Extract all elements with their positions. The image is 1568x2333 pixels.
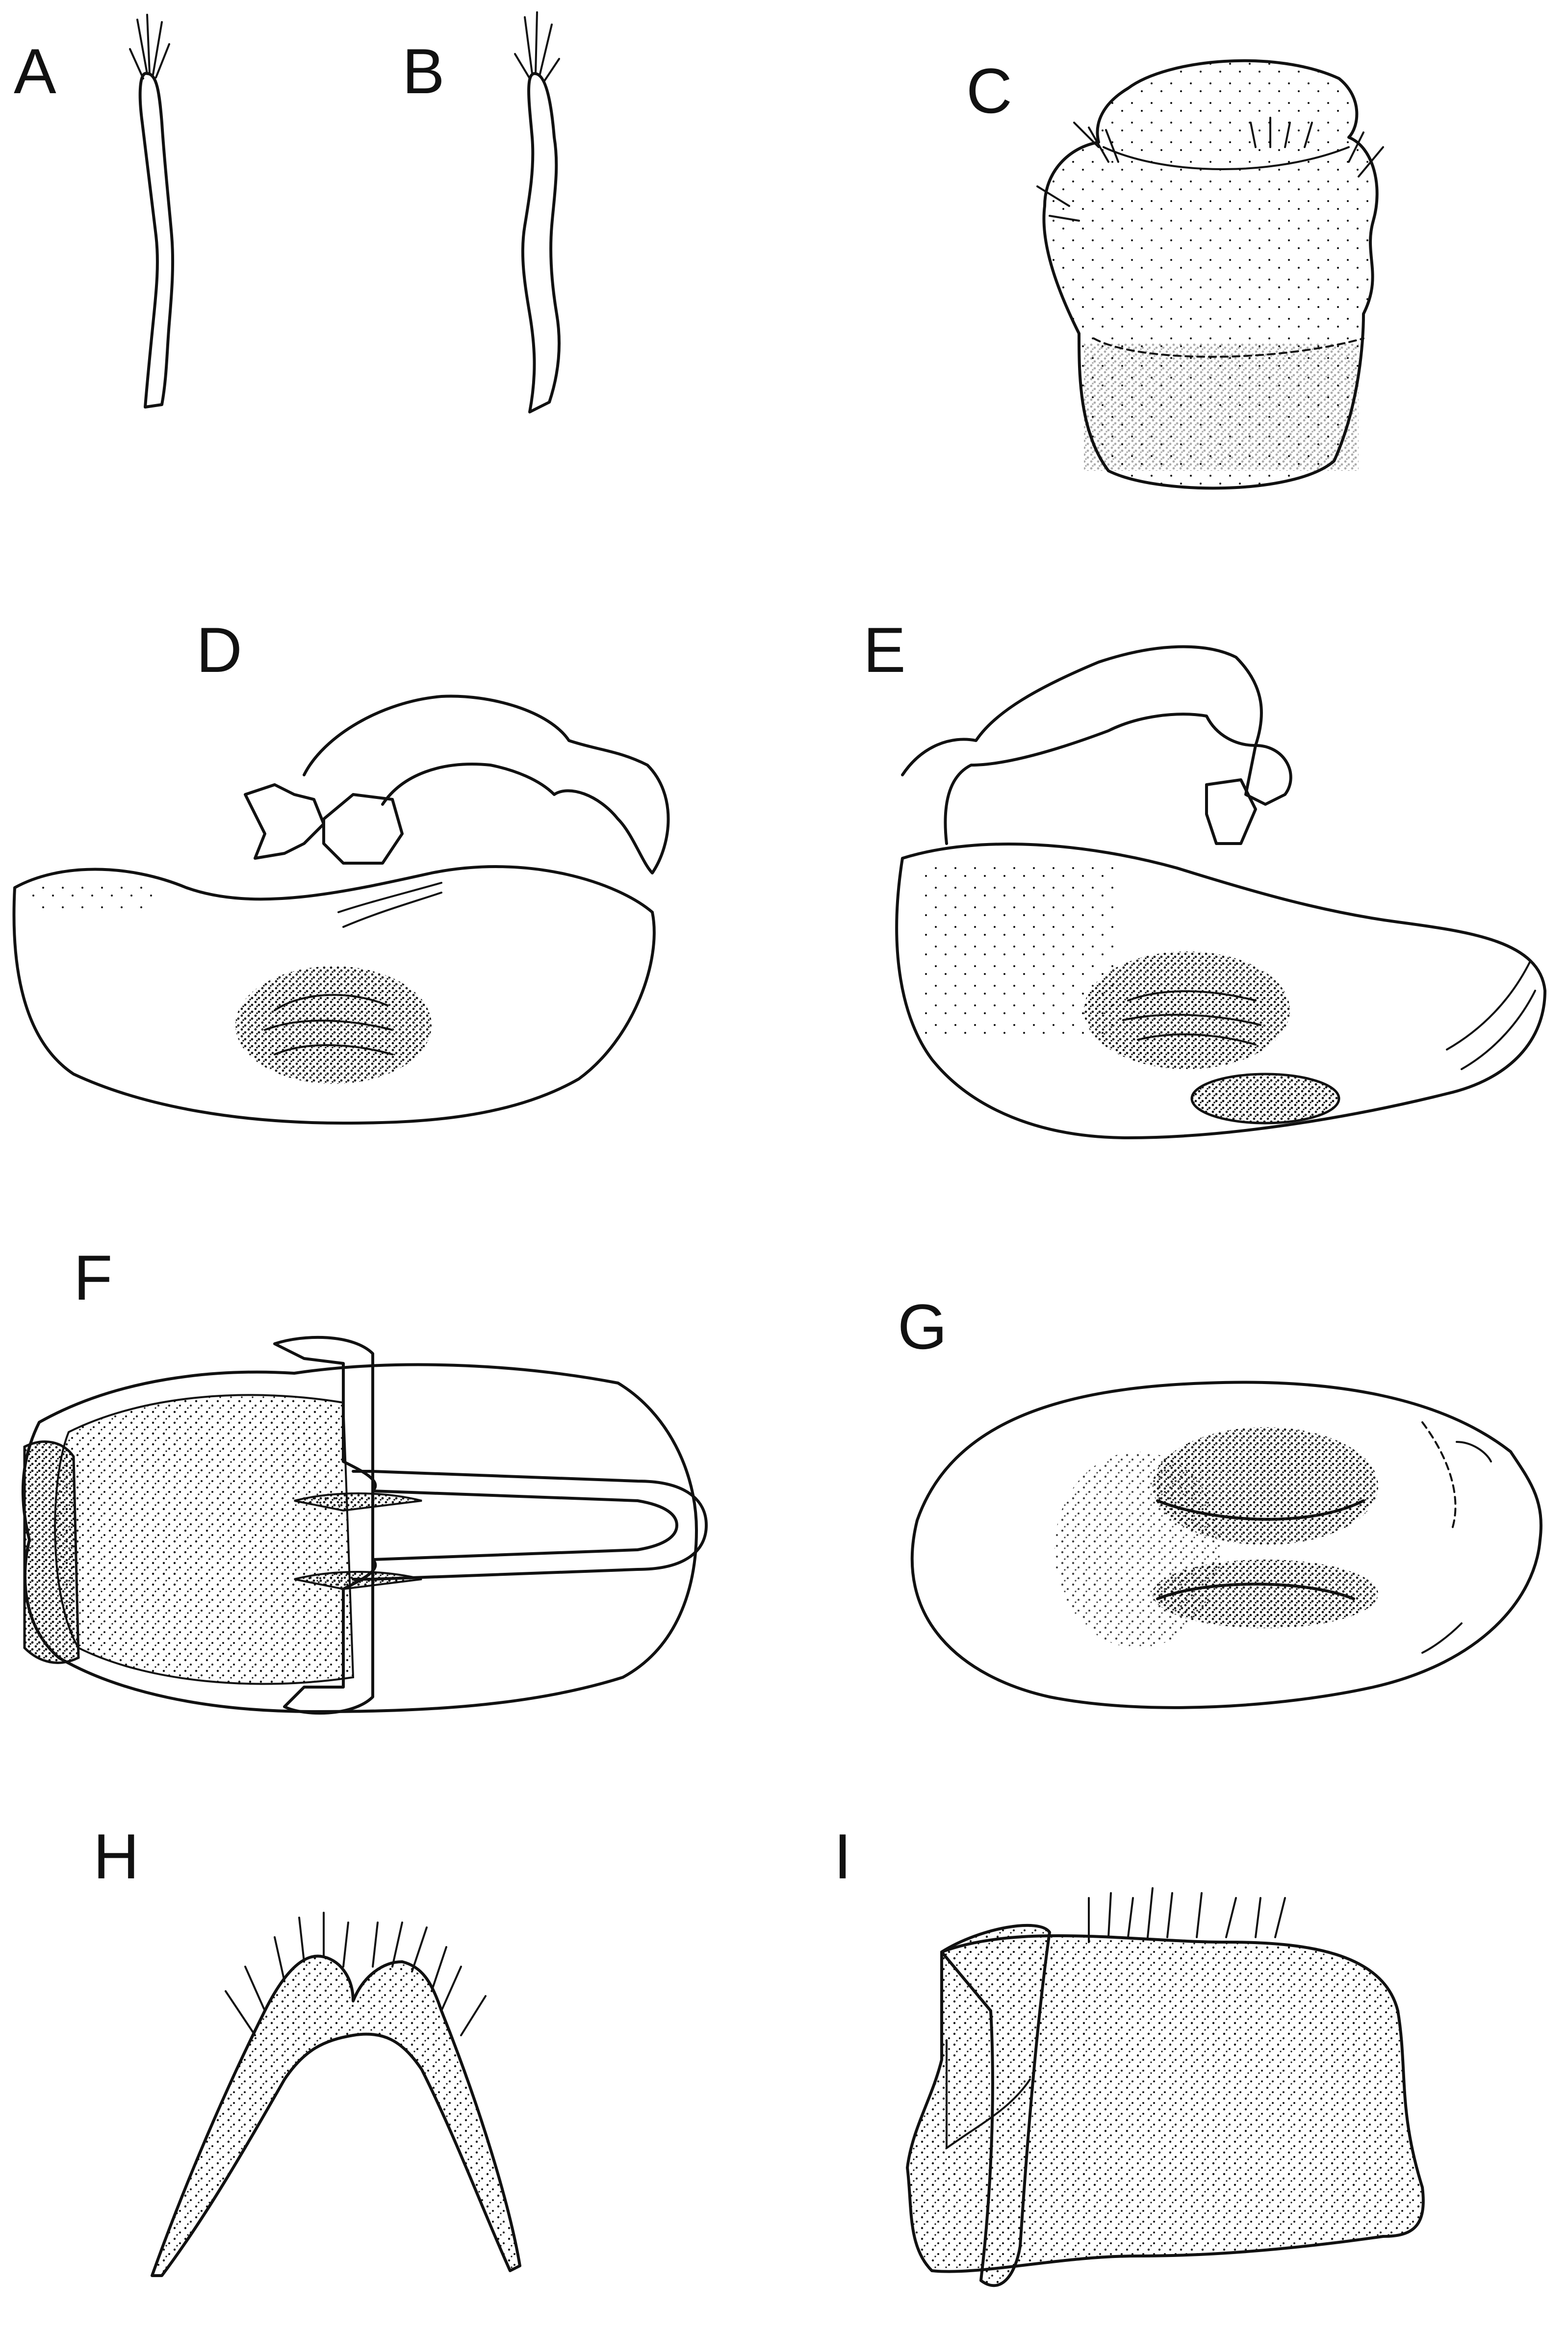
capsule-lateral-left-icon	[12, 694, 670, 1125]
panel-label-b: B	[402, 35, 445, 107]
capsule-ventral-icon	[21, 1335, 708, 1715]
panel-label-f: F	[74, 1242, 113, 1313]
panel-c: C	[932, 0, 1471, 539]
panel-label-i: I	[834, 1820, 852, 1892]
panel-h: H	[0, 1805, 736, 2333]
panel-g: G	[834, 1226, 1568, 1815]
appendage-curved-icon	[514, 11, 561, 413]
sternite-arch-icon	[151, 1912, 521, 2277]
capsule-oval-icon	[910, 1381, 1542, 1709]
panel-a: A	[0, 0, 275, 441]
panel-label-h: H	[93, 1820, 139, 1892]
panel-label-g: G	[898, 1291, 948, 1362]
panel-label-a: A	[14, 35, 56, 107]
panel-label-e: E	[863, 614, 906, 686]
panel-e: E	[834, 589, 1568, 1177]
panel-b: B	[383, 0, 628, 441]
appendage-slender-icon	[129, 14, 175, 409]
panel-d: D	[0, 589, 736, 1177]
segment-dorsal-icon	[1036, 59, 1384, 490]
capsule-lateral-right-icon	[895, 645, 1546, 1139]
panel-f: F	[0, 1226, 736, 1815]
panel-i: I	[834, 1805, 1568, 2333]
segment-lateral-icon	[906, 1887, 1425, 2287]
panel-label-c: C	[966, 55, 1012, 127]
panel-label-d: D	[196, 614, 242, 686]
